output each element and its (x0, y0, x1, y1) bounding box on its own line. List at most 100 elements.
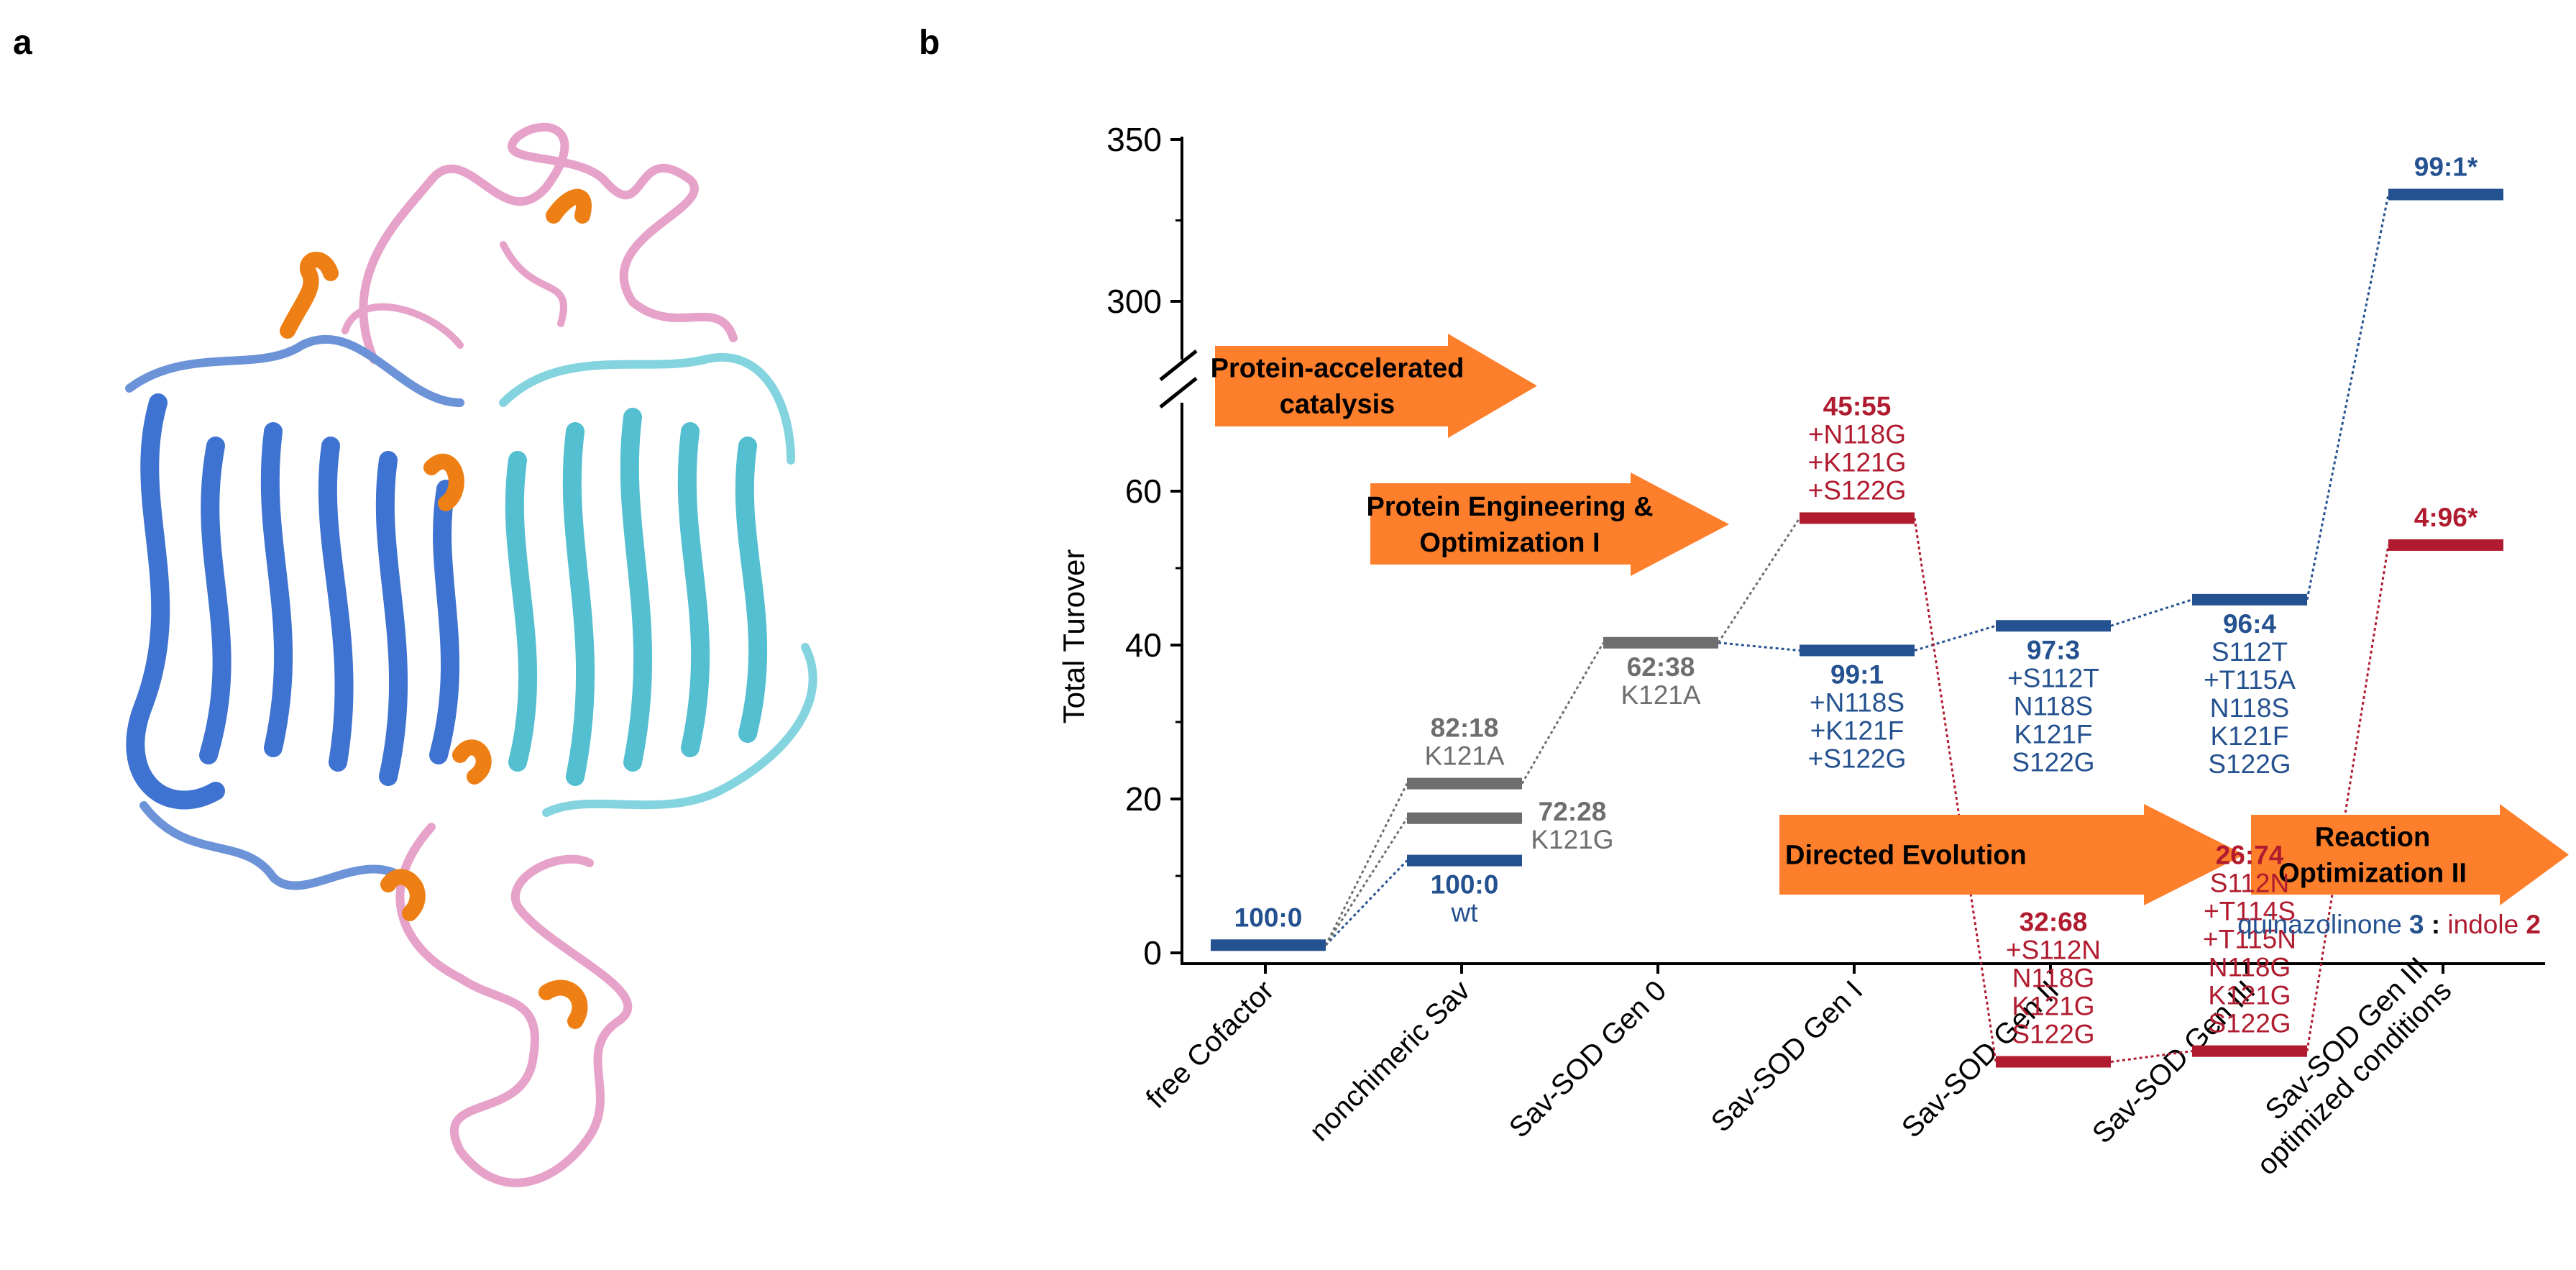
bar-blue (1407, 854, 1522, 867)
y-tick-label: 40 (1125, 626, 1162, 664)
mutation-label: +T115N (2203, 925, 2296, 954)
mutation-label: S122G (2012, 1020, 2094, 1049)
phase-arrow-label: Optimization I (1419, 528, 1600, 558)
connector-line (1324, 859, 1408, 946)
bar-red (2388, 539, 2503, 551)
phase-arrow-label: Protein-accelerated (1211, 354, 1465, 384)
legend-indole-num: 2 (2526, 910, 2541, 939)
orange-helices (280, 188, 592, 1029)
connector-line (1914, 624, 1997, 652)
mutation-label: +S122G (1808, 744, 1907, 773)
ratio-label: 100:0 (1431, 870, 1499, 900)
connector-line (1718, 641, 1800, 652)
mutation-label: +K121F (1810, 716, 1905, 745)
mutation-label: S122G (2012, 747, 2094, 777)
bar-blue (1800, 644, 1915, 657)
x-tick-label-line: Sav-SOD Gen I (1705, 974, 1869, 1138)
phase-arrow-label: Directed Evolution (1785, 841, 2027, 871)
mutation-label: N118G (2012, 964, 2095, 993)
bar-blue (1211, 939, 1326, 951)
legend-quinazolinone: quinazolinone (2237, 910, 2409, 939)
connector-line (2110, 1050, 2193, 1063)
mutation-label: +T114S (2204, 897, 2296, 926)
ratio-label: 99:1 (1830, 659, 1884, 689)
y-tick-label: 300 (1106, 283, 1162, 320)
mutation-label: K121G (2208, 981, 2291, 1010)
ratio-label: 97:3 (2027, 635, 2080, 664)
ratio-label: 82:18 (1431, 713, 1499, 743)
connector-line (1324, 782, 1408, 946)
x-tick-label: Sav-SOD Gen 0 (1503, 974, 1672, 1143)
mutation-label: +T115A (2204, 665, 2296, 695)
mutation-label: S122G (2208, 1009, 2291, 1038)
panel-label-a: a (13, 24, 32, 62)
bars (1211, 188, 2503, 1068)
mutation-label: +N118S (1810, 687, 1905, 717)
mutation-label: S112N (2210, 869, 2289, 898)
x-tick-label-line: Sav-SOD Gen 0 (1503, 974, 1672, 1143)
connector-line (1521, 642, 1605, 785)
axis-break-mark (1159, 377, 1198, 408)
mutation-label: S122G (2208, 749, 2291, 779)
mutation-label: K121G (2012, 992, 2094, 1021)
mutation-label: K121A (1424, 741, 1504, 771)
legend-quinazolinone-num: 3 (2409, 910, 2424, 939)
phase-arrow-label: catalysis (1280, 390, 1395, 420)
connector-line (1913, 518, 1997, 1062)
mutation-label: S112T (2211, 637, 2288, 667)
phase-arrow (1370, 472, 1729, 576)
bar-gray (1603, 636, 1718, 649)
cyan-domain (499, 352, 817, 817)
bar-gray (1407, 812, 1522, 824)
blue-domain (125, 335, 464, 890)
y-tick-label: 350 (1106, 121, 1162, 158)
y-tick-label: 20 (1125, 780, 1162, 818)
bar-blue (2388, 188, 2503, 201)
ratio-label: 26:74 (2216, 841, 2284, 870)
y-axis-label: Total Turover (1057, 549, 1091, 724)
ratio-label: 99:1* (2414, 152, 2478, 182)
ratio-label: 62:38 (1627, 652, 1695, 682)
ratio-label: 45:55 (1823, 391, 1892, 421)
connector-line (1324, 817, 1408, 946)
axis-break-mark (1159, 350, 1198, 381)
panel-label-b: b (919, 24, 940, 62)
ratio-label: 32:68 (2020, 908, 2088, 937)
bar-labels: 100:0100:0wt72:28K121G82:18K121A62:38K12… (1234, 152, 2478, 1049)
mutation-label: N118G (2209, 953, 2291, 982)
connector-line (2110, 598, 2193, 627)
mutation-label: K121G (1531, 825, 1613, 854)
phase-arrow (2251, 804, 2569, 905)
ratio-label: 96:4 (2223, 609, 2276, 639)
x-tick-label-line: nonchimeric Sav (1303, 974, 1476, 1147)
mutation-label: +S122G (1808, 475, 1907, 505)
phase-arrow (1779, 804, 2245, 905)
mutation-label: K121F (2014, 719, 2092, 749)
connector-line (2306, 544, 2390, 1051)
phase-arrow-label: Optimization II (2278, 859, 2467, 889)
bar-red (1996, 1056, 2111, 1068)
x-tick-label: nonchimeric Sav (1303, 974, 1476, 1147)
phase-arrow (1215, 334, 1537, 438)
pink-loops-top-2 (342, 241, 567, 349)
mutation-label: N118S (2210, 693, 2289, 723)
mutation-label: K121F (2210, 721, 2288, 751)
pink-loops-bottom (395, 823, 633, 1187)
y-tick-label: 60 (1125, 472, 1162, 510)
mutation-label: wt (1451, 898, 1479, 928)
legend-indole: indole (2447, 910, 2526, 939)
legend-separator: : (2424, 910, 2448, 939)
ratio-label: 4:96* (2414, 503, 2478, 532)
x-tick-label: Sav-SOD Gen I (1705, 974, 1869, 1138)
ratio-label: 100:0 (1234, 903, 1303, 932)
bar-red (1800, 512, 1915, 524)
mutation-label: +K121G (1808, 447, 1907, 477)
mutation-label: N118S (2014, 691, 2093, 721)
bar-gray (1407, 777, 1522, 790)
pink-loops-top (359, 122, 738, 364)
x-tick-label-line: free Cofactor (1140, 974, 1280, 1115)
ratio-label: 72:28 (1539, 797, 1607, 826)
bar-blue (1996, 620, 2111, 632)
phase-arrow-label: Protein Engineering & (1366, 492, 1653, 522)
